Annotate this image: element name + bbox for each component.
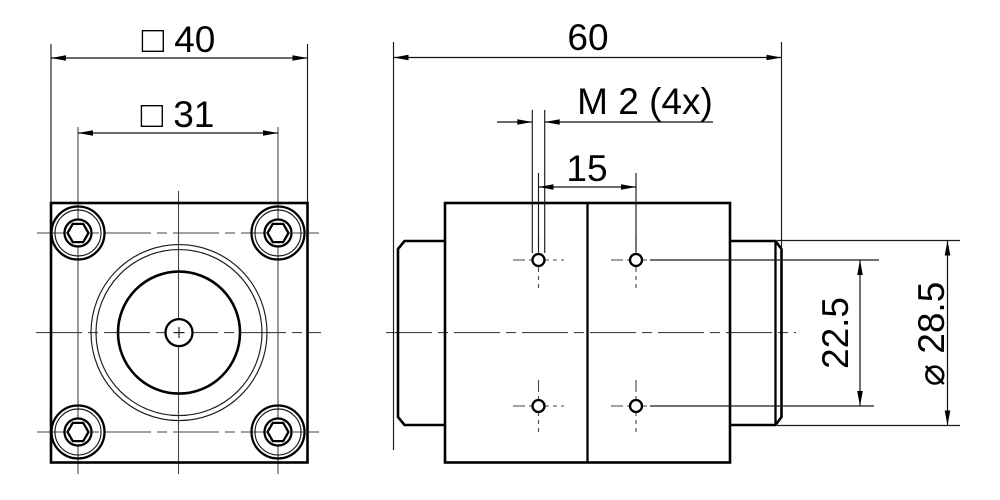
left-cap-outline [396, 239, 445, 427]
dimension-overall-length: 60 [392, 17, 783, 450]
flange-square-outline [49, 201, 309, 464]
arrowhead-right [766, 54, 782, 61]
arrowhead-right [263, 130, 278, 136]
dimension-thread-callout: M 2 (4x) [497, 81, 713, 253]
arrowhead-right-pointing [517, 119, 533, 125]
arrowhead-left [393, 54, 409, 61]
dimension-hole-pitch-horizontal: 15 [537, 148, 637, 252]
screw-counterbore-circle [54, 408, 102, 456]
hex-socket [66, 222, 90, 244]
screw-counterbore-circle [254, 209, 302, 257]
hex-socket [66, 421, 90, 443]
hex-socket [266, 222, 290, 244]
arrowhead-down [857, 391, 863, 406]
arrowhead-right [621, 184, 636, 190]
m2-hole-bottom-right [628, 398, 644, 414]
arrowhead-up [857, 260, 863, 275]
dim-hole-pitch-h-label: 15 [566, 148, 607, 189]
arrowhead-right [292, 55, 308, 61]
boss-inner-circle [116, 270, 242, 395]
thread-callout-label: M 2 (4x) [577, 81, 713, 122]
m2-hole-top-right [628, 252, 644, 268]
hex-socket [266, 421, 290, 443]
boss-chamfer-circle [95, 249, 263, 417]
dim-overall-length-label: 60 [567, 17, 608, 58]
front-view [49, 201, 309, 464]
arrowhead-left [51, 55, 66, 61]
screw-head-circle [250, 205, 306, 261]
central-boss [90, 244, 268, 422]
dimension-bolt-square: □ 31 [78, 94, 278, 136]
dim-bolt-square-label: □ 31 [141, 94, 215, 135]
centerlines [36, 127, 796, 474]
screw-head-circle [50, 404, 106, 460]
arrowhead-left [78, 130, 93, 136]
screw-top-right [250, 205, 306, 261]
dim-hole-pitch-v-label: 22.5 [815, 297, 856, 369]
arrowhead-up [944, 240, 951, 256]
screw-counterbore-circle [254, 408, 302, 456]
dimension-hole-pitch-vertical: 22.5 [650, 259, 879, 407]
arrowhead-left-pointing [544, 119, 560, 125]
dim-flange-square-label: □ 40 [142, 19, 216, 60]
m2-hole-top-left [531, 252, 546, 268]
dim-body-diameter-label: ⌀ 28.5 [911, 282, 952, 387]
dimension-body-diameter: ⌀ 28.5 [777, 239, 960, 427]
boss-outer-circle [90, 244, 268, 422]
dimension-flange-square: □ 40 [50, 19, 309, 202]
side-view [396, 201, 783, 464]
screw-head-circle [50, 205, 106, 261]
screw-top-left [50, 205, 106, 261]
arrowhead-down [944, 410, 951, 426]
arrowhead-left [538, 184, 554, 190]
right-cap-outline [730, 239, 783, 427]
screw-bottom-left [50, 404, 106, 460]
m2-hole-bottom-left [531, 398, 546, 414]
screw-head-circle [250, 404, 306, 460]
screw-counterbore-circle [54, 209, 102, 257]
screw-bottom-right [250, 404, 306, 460]
